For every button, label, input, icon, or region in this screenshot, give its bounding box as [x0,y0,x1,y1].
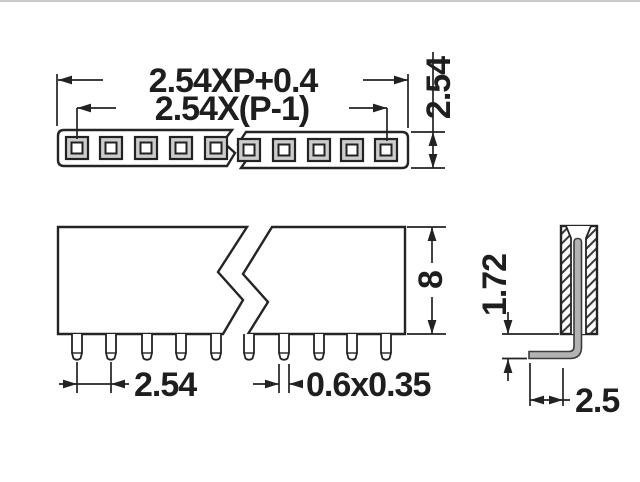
dimension-pin-cross-section [253,364,303,393]
foot-length-label: 2.5 [575,382,619,420]
front-view: 8 2.54 0.6x0.35 [56,225,450,404]
strip-width-label: 2.54 [420,56,458,119]
pin-pitch-label: 2.54 [134,366,197,404]
overall-length-label: 2.54XP+0.4 [149,62,319,100]
pin-span-label: 2.54X(P-1) [155,90,309,128]
body-height-label: 8 [412,271,450,289]
front-view-body-left [56,225,250,336]
side-view-slot-walls [565,225,592,334]
side-view-contact-pin [528,237,583,360]
top-view: 2.54XP+0.4 2.54X(P-1) 2.54 [56,52,458,170]
pin-standoff-label: 1.72 [476,254,514,316]
dimension-pin-pitch [59,362,129,393]
pin-cross-section-label: 0.6x0.35 [306,366,430,404]
front-view-pins [71,333,392,361]
side-view: 1.72 2.5 [476,224,620,420]
front-view-body-right [241,225,407,336]
dimension-strip-width [411,52,445,169]
